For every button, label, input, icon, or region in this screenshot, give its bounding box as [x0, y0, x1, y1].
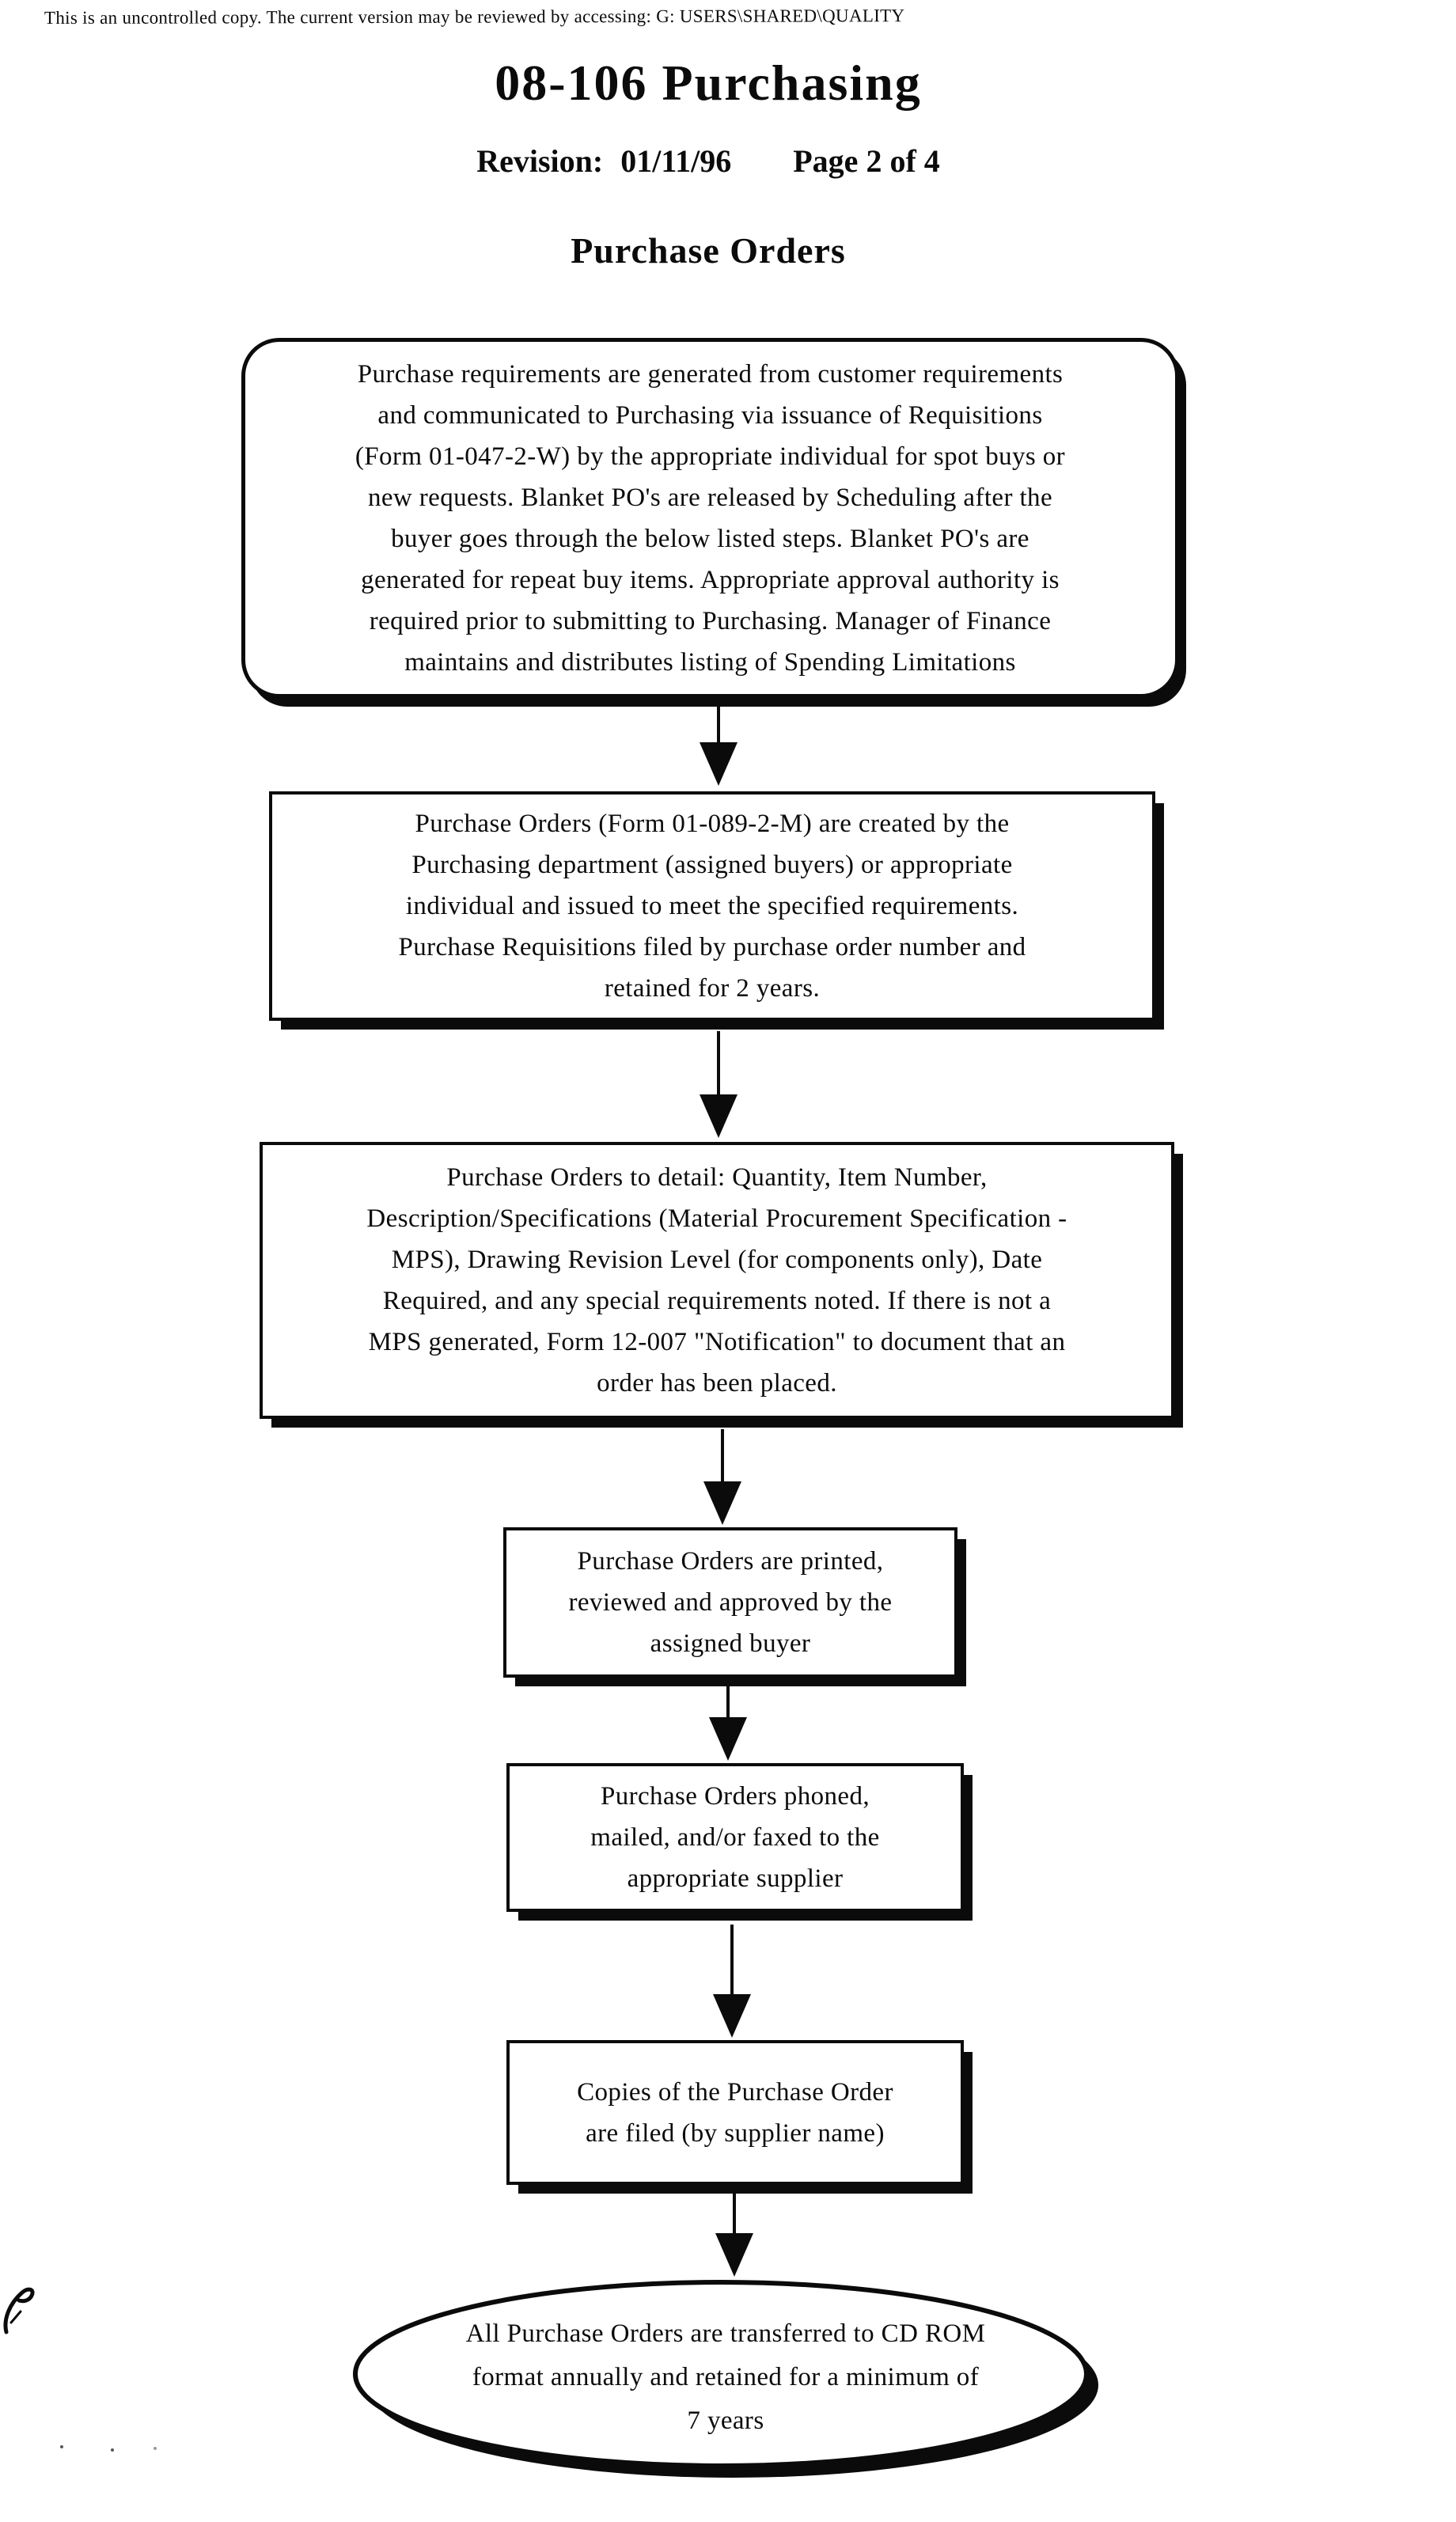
- arrow-head-icon: [715, 2233, 753, 2277]
- flow-node-text: Purchase Orders phoned, mailed, and/or f…: [590, 1782, 880, 1893]
- flow-node-phoned-mailed-faxed: Purchase Orders phoned, mailed, and/or f…: [506, 1763, 964, 1912]
- arrow-head-icon: [700, 1094, 737, 1138]
- uncontrolled-copy-note: This is an uncontrolled copy. The curren…: [44, 6, 905, 28]
- arrow-stem: [717, 1031, 720, 1094]
- flow-arrow-down: [700, 1031, 737, 1138]
- flow-node-cdrom-retention: All Purchase Orders are transferred to C…: [346, 2277, 1105, 2485]
- revision-date: 01/11/96: [620, 143, 732, 179]
- flow-node-text: Purchase Orders are printed, reviewed an…: [568, 1547, 893, 1658]
- arrow-stem: [726, 1681, 730, 1717]
- revision-line: Revision: 01/11/96 Page 2 of 4: [0, 142, 1416, 180]
- flow-node-printed-reviewed-approved: Purchase Orders are printed, reviewed an…: [503, 1527, 957, 1678]
- flowchart-title: Purchase Orders: [571, 230, 846, 271]
- flow-node-purchase-orders-created: Purchase Orders (Form 01-089-2-M) are cr…: [269, 791, 1155, 1021]
- flow-node-text: Purchase Orders (Form 01-089-2-M) are cr…: [398, 810, 1026, 1003]
- arrow-head-icon: [709, 1717, 747, 1761]
- arrow-head-icon: [713, 1994, 751, 2038]
- arrow-stem: [717, 704, 720, 742]
- document-title: 08-106 Purchasing: [495, 55, 922, 111]
- arrow-head-icon: [700, 742, 737, 786]
- arrow-stem: [733, 2194, 736, 2233]
- flow-node-text: Purchase Orders to detail: Quantity, Ite…: [366, 1163, 1067, 1398]
- flow-arrow-down: [715, 2194, 753, 2277]
- pen-mark: [3, 2287, 35, 2334]
- flow-arrow-down: [700, 704, 737, 786]
- arrow-stem: [730, 1925, 734, 1994]
- scan-speck: [111, 2448, 114, 2452]
- scan-speck: [154, 2447, 157, 2450]
- page-number: Page 2 of 4: [793, 143, 940, 179]
- flow-node-text: Purchase requirements are generated from…: [355, 359, 1066, 677]
- ellipse-shape: [353, 2280, 1098, 2478]
- flow-arrow-down: [703, 1429, 741, 1525]
- flow-node-text: All Purchase Orders are transferred to C…: [465, 2319, 986, 2435]
- arrow-stem: [721, 1429, 724, 1481]
- flow-node-purchase-requirements: Purchase requirements are generated from…: [241, 338, 1179, 698]
- flow-arrow-down: [713, 1925, 751, 2038]
- flow-node-text: Copies of the Purchase Order are filed (…: [577, 2077, 893, 2148]
- flow-arrow-down: [709, 1681, 747, 1761]
- arrow-head-icon: [703, 1481, 741, 1525]
- flow-node-copies-filed: Copies of the Purchase Order are filed (…: [506, 2040, 964, 2185]
- revision-label: Revision:: [476, 143, 604, 179]
- scan-speck: [60, 2445, 63, 2448]
- flow-node-purchase-orders-detail: Purchase Orders to detail: Quantity, Ite…: [260, 1142, 1174, 1419]
